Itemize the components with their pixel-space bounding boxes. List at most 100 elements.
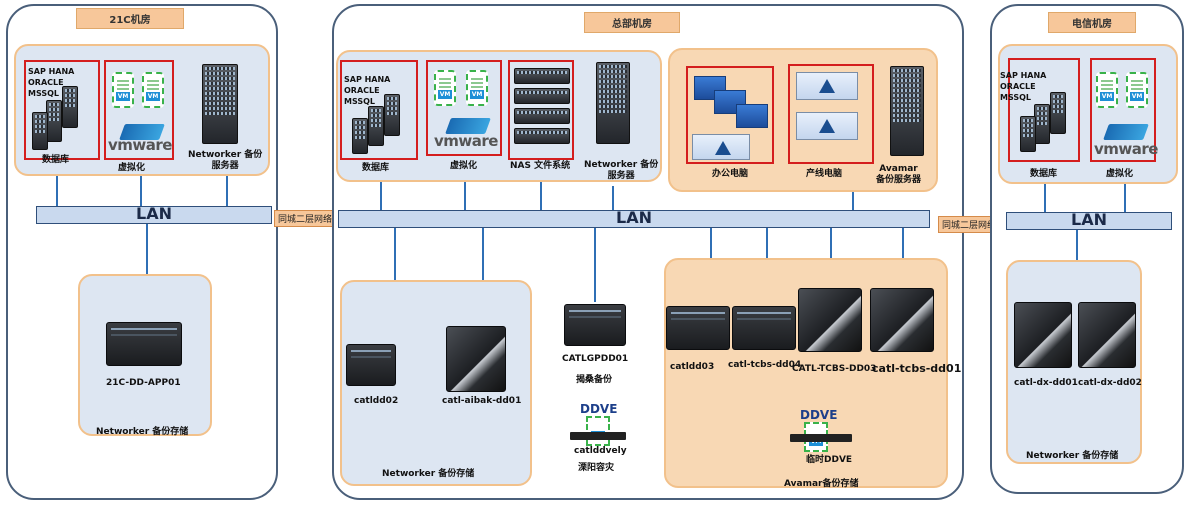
device-catl-aibak-dd01: catl-aibak-dd01 xyxy=(442,396,522,406)
vm-icon: VM xyxy=(112,72,134,108)
db-server-icon xyxy=(1050,92,1066,134)
link xyxy=(540,182,542,210)
production-pc-label: 产线电脑 xyxy=(806,169,843,179)
vm-icon: VM xyxy=(1096,72,1118,108)
db-server-icon xyxy=(32,112,48,150)
link xyxy=(146,224,148,274)
db-server-icon xyxy=(46,100,62,142)
dd-storage-icon xyxy=(1014,302,1072,368)
device-catl-dx-dd02: catl-dx-dd02 xyxy=(1078,378,1142,388)
link xyxy=(482,228,484,280)
production-pc-icon xyxy=(796,112,858,140)
dd-storage-icon xyxy=(732,306,796,350)
device-catl-tcbs-dd01: catl-tcbs-dd01 xyxy=(872,362,962,375)
office-pc-highlight xyxy=(686,66,774,164)
vm-icon: VM xyxy=(466,70,488,106)
lan-bar-hq: LAN xyxy=(338,210,930,228)
ddve-base-icon xyxy=(570,432,626,440)
server-monitor-icon xyxy=(692,134,750,160)
link xyxy=(852,192,854,210)
db-type-sap: SAP HANA xyxy=(28,67,75,76)
db-server-icon xyxy=(352,118,368,154)
link xyxy=(1124,184,1126,212)
office-pc-label: 办公电脑 xyxy=(712,169,749,179)
dd-storage-icon xyxy=(666,306,730,350)
vmware-logo-icon xyxy=(1103,124,1149,140)
networker-server-label-hq: Networker 备份服务器 xyxy=(584,160,659,181)
link xyxy=(1044,184,1046,212)
link xyxy=(594,228,596,302)
db-highlight-21c xyxy=(24,60,100,160)
production-pc-icon xyxy=(796,72,858,100)
avamar-server-icon xyxy=(890,66,924,156)
link xyxy=(612,186,614,210)
avamar-storage-label: Avamar备份存储 xyxy=(784,479,859,489)
wan-link-left: 同城二层网络 xyxy=(274,210,337,227)
link xyxy=(56,176,58,206)
ddve-base-icon xyxy=(790,434,852,442)
vm-icon: VM xyxy=(434,70,456,106)
device-catl-tcbs-dd03: CATL-TCBS-DD03 xyxy=(792,364,877,374)
nas-server-icon xyxy=(514,128,570,144)
dd-storage-icon xyxy=(1078,302,1136,368)
dd-storage-icon xyxy=(798,288,862,352)
link xyxy=(902,228,904,258)
virt-label-21c: 虚拟化 xyxy=(118,163,146,173)
nas-highlight xyxy=(508,60,574,160)
link xyxy=(1076,230,1078,260)
device-catlgpdd01: CATLGPDD01 xyxy=(562,354,629,364)
vmware-wordmark: vmware xyxy=(1094,140,1158,158)
nas-label: NAS 文件系统 xyxy=(510,161,571,171)
dd-storage-icon xyxy=(870,288,934,352)
nas-server-icon xyxy=(514,88,570,104)
nas-server-icon xyxy=(514,108,570,124)
nas-server-icon xyxy=(514,68,570,84)
storage-label-telecom: Networker 备份存储 xyxy=(1026,451,1119,461)
storage-label-21c: Networker 备份存储 xyxy=(96,427,189,437)
link xyxy=(464,182,466,210)
db-server-icon xyxy=(368,106,384,146)
db-server-icon xyxy=(62,86,78,128)
dd-storage-icon xyxy=(106,322,182,366)
ddve-title-1: DDVE xyxy=(580,402,618,416)
ddve-title-2: DDVE xyxy=(800,408,838,422)
dd-storage-icon xyxy=(446,326,506,392)
device-catldd03: catldd03 xyxy=(670,362,715,372)
db-label-21c: 数据库 xyxy=(42,155,70,165)
device-catl-dx-dd01: catl-dx-dd01 xyxy=(1014,378,1078,388)
db-highlight-hq xyxy=(340,60,418,160)
db-server-icon xyxy=(1020,116,1036,152)
db-type-mssql: MSSQL xyxy=(28,89,60,98)
db-server-icon xyxy=(1034,104,1050,144)
db-label-telecom: 数据库 xyxy=(1030,169,1058,179)
link xyxy=(710,228,712,258)
vm-icon: VM xyxy=(142,72,164,108)
catlgpdd-label: 揭桑备份 xyxy=(576,375,613,385)
ddve1-label: 溧阳容灾 xyxy=(578,463,615,473)
link xyxy=(226,176,228,206)
link xyxy=(380,182,382,210)
device-catl-tcbs-dd04: catl-tcbs-dd04 xyxy=(728,360,802,370)
link xyxy=(140,176,142,206)
networker-storage-label-hq: Networker 备份存储 xyxy=(382,469,475,479)
link xyxy=(766,228,768,258)
device-catldd02: catldd02 xyxy=(354,396,399,406)
db-server-icon xyxy=(384,94,400,136)
link xyxy=(394,228,396,280)
lan-bar-telecom: LAN xyxy=(1006,212,1172,230)
backup-server-icon xyxy=(202,64,238,144)
site-telecom-title: 电信机房 xyxy=(1048,12,1136,33)
virt-label-telecom: 虚拟化 xyxy=(1106,169,1134,179)
temp-ddve-label: 临时DDVE xyxy=(806,455,853,465)
virt-highlight-21c xyxy=(104,60,174,160)
vmware-wordmark: vmware xyxy=(434,132,498,150)
site-hq-title: 总部机房 xyxy=(584,12,680,33)
link xyxy=(830,228,832,258)
virt-highlight-telecom xyxy=(1090,58,1156,162)
db-highlight-telecom xyxy=(1008,58,1080,162)
vm-icon: VM xyxy=(1126,72,1148,108)
storage-name-21c: 21C-DD-APP01 xyxy=(106,378,181,388)
